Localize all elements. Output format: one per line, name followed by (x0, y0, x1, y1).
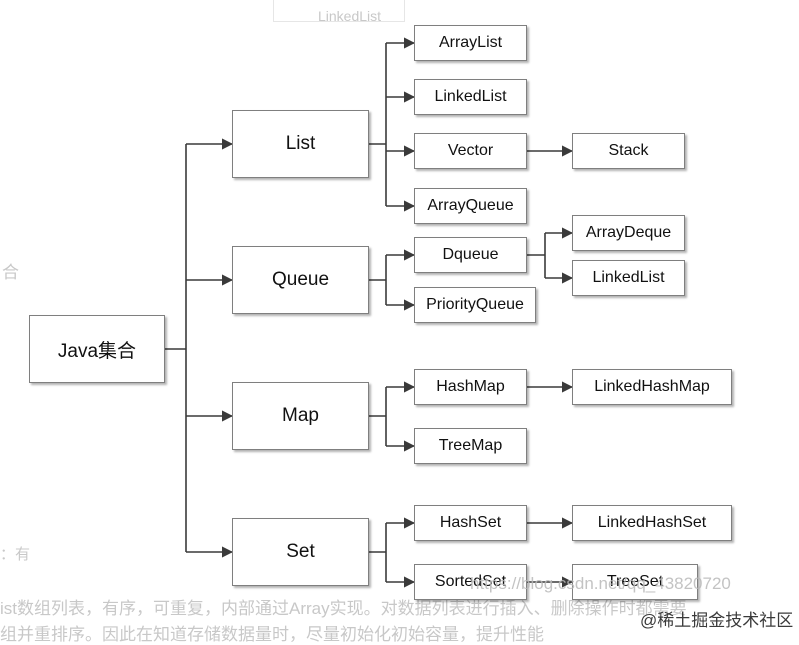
node-arraydeque: ArrayDeque (572, 215, 685, 251)
node-hashset: HashSet (414, 505, 527, 541)
node-vector: Vector (414, 133, 527, 169)
bg-left-colon-line: ：有 (0, 546, 31, 563)
bg-top-box-label: LinkedList (318, 8, 382, 24)
node-linkedlist-deque: LinkedList (572, 260, 685, 296)
node-list: List (232, 110, 369, 178)
node-stack: Stack (572, 133, 685, 169)
node-linkedhashmap: LinkedHashMap (572, 369, 732, 405)
node-arrayqueue: ArrayQueue (414, 188, 527, 224)
node-sortedset: SortedSet (414, 564, 527, 600)
root-java-collections: Java集合 (29, 315, 165, 383)
bg-top-box (273, 0, 405, 22)
node-arraylist: ArrayList (414, 25, 527, 61)
node-queue: Queue (232, 246, 369, 314)
node-priorityqueue: PriorityQueue (414, 287, 536, 323)
bg-bottom-line-1: ist数组列表，有序，可重复，内部通过Array实现。对数据列表进行插入、删除操… (0, 599, 687, 618)
node-linkedlist: LinkedList (414, 79, 527, 115)
node-treemap: TreeMap (414, 428, 527, 464)
juejin-watermark: @稀土掘金技术社区 (640, 611, 794, 630)
node-set: Set (232, 518, 369, 586)
node-treeset: TreeSet (572, 564, 698, 600)
csdn-watermark: https://blog.csdn.net/qq_43820720 (470, 574, 731, 593)
node-map: Map (232, 382, 369, 450)
node-dqueue: Dqueue (414, 237, 527, 273)
bg-left-char: 合 (2, 263, 19, 282)
node-linkedhashset: LinkedHashSet (572, 505, 732, 541)
node-hashmap: HashMap (414, 369, 527, 405)
